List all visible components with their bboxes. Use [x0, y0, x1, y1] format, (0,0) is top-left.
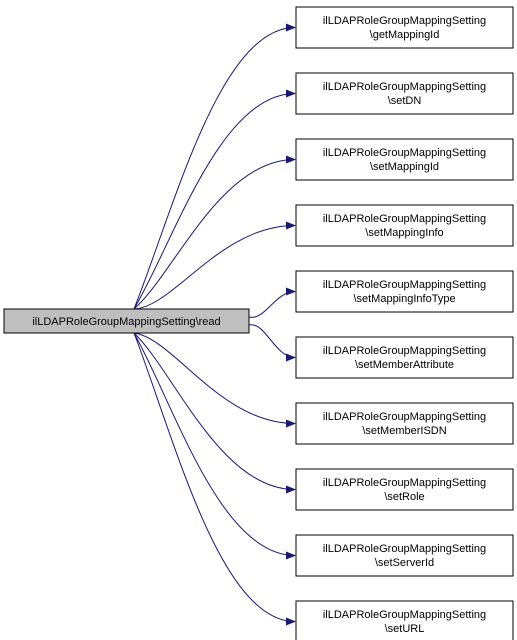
call-edge-arrow: [133, 332, 296, 428]
target-node-box: [295, 72, 514, 115]
target-node-class-label: ilLDAPRoleGroupMappingSetting: [323, 81, 486, 93]
call-edge-arrow: [133, 23, 296, 310]
target-node-method-label: \setMemberISDN: [362, 425, 446, 437]
call-edge-arrow: [248, 287, 296, 318]
target-node-method-label: \setMappingId: [370, 161, 439, 173]
target-node-box: [295, 270, 514, 313]
call-edge-arrow: [133, 221, 296, 310]
target-node-class-label: ilLDAPRoleGroupMappingSetting: [323, 543, 486, 555]
target-node-method-label: \setDN: [388, 95, 422, 107]
target-node[interactable]: ilLDAPRoleGroupMappingSetting \setMapping…: [295, 204, 514, 247]
target-node[interactable]: ilLDAPRoleGroupMappingSetting \setDN: [295, 72, 514, 115]
target-node[interactable]: ilLDAPRoleGroupMappingSetting \setRole: [295, 468, 514, 511]
call-edge-arrow: [248, 324, 296, 362]
target-node[interactable]: ilLDAPRoleGroupMappingSetting \setURL: [295, 600, 514, 640]
target-nodes-group: ilLDAPRoleGroupMappingSetting \getMapping…: [295, 6, 514, 640]
target-node[interactable]: ilLDAPRoleGroupMappingSetting \getMapping…: [295, 6, 514, 49]
target-node-box: [295, 336, 514, 379]
target-node-class-label: ilLDAPRoleGroupMappingSetting: [323, 279, 486, 291]
target-node-class-label: ilLDAPRoleGroupMappingSetting: [323, 477, 486, 489]
target-node-box: [295, 600, 514, 640]
target-node-method-label: \setMappingInfoType: [353, 293, 455, 305]
target-node-method-label: \setMemberAttribute: [355, 359, 454, 371]
target-node-class-label: ilLDAPRoleGroupMappingSetting: [323, 411, 486, 423]
target-node[interactable]: ilLDAPRoleGroupMappingSetting \setMapping…: [295, 270, 514, 313]
target-node-class-label: ilLDAPRoleGroupMappingSetting: [323, 15, 486, 27]
target-node-class-label: ilLDAPRoleGroupMappingSetting: [323, 147, 486, 159]
call-edge-arrow: [133, 155, 296, 310]
source-node-label: ilLDAPRoleGroupMappingSetting\read: [32, 316, 220, 328]
target-node-box: [295, 138, 514, 181]
target-node-class-label: ilLDAPRoleGroupMappingSetting: [323, 609, 486, 621]
call-edge-arrow: [133, 332, 296, 560]
source-node-box: [3, 308, 250, 334]
edges-group: [133, 23, 296, 626]
target-node-class-label: ilLDAPRoleGroupMappingSetting: [323, 345, 486, 357]
target-node-class-label: ilLDAPRoleGroupMappingSetting: [323, 213, 486, 225]
target-node[interactable]: ilLDAPRoleGroupMappingSetting \setServerI…: [295, 534, 514, 577]
target-node-box: [295, 468, 514, 511]
target-node-method-label: \getMappingId: [370, 29, 440, 41]
call-edge-arrow: [133, 89, 296, 310]
target-node[interactable]: ilLDAPRoleGroupMappingSetting \setMapping…: [295, 138, 514, 181]
target-node-box: [295, 402, 514, 445]
target-node-box: [295, 534, 514, 577]
target-node-box: [295, 204, 514, 247]
target-node-method-label: \setURL: [385, 623, 425, 635]
target-node[interactable]: ilLDAPRoleGroupMappingSetting \setMemberI…: [295, 402, 514, 445]
target-node-method-label: \setServerId: [375, 557, 434, 569]
target-node-method-label: \setRole: [384, 491, 424, 503]
target-node-box: [295, 6, 514, 49]
target-node-method-label: \setMappingInfo: [365, 227, 443, 239]
call-edge-arrow: [133, 332, 296, 626]
call-edge-arrow: [133, 332, 296, 494]
source-node[interactable]: ilLDAPRoleGroupMappingSetting\read: [3, 308, 250, 334]
target-node[interactable]: ilLDAPRoleGroupMappingSetting \setMemberA…: [295, 336, 514, 379]
